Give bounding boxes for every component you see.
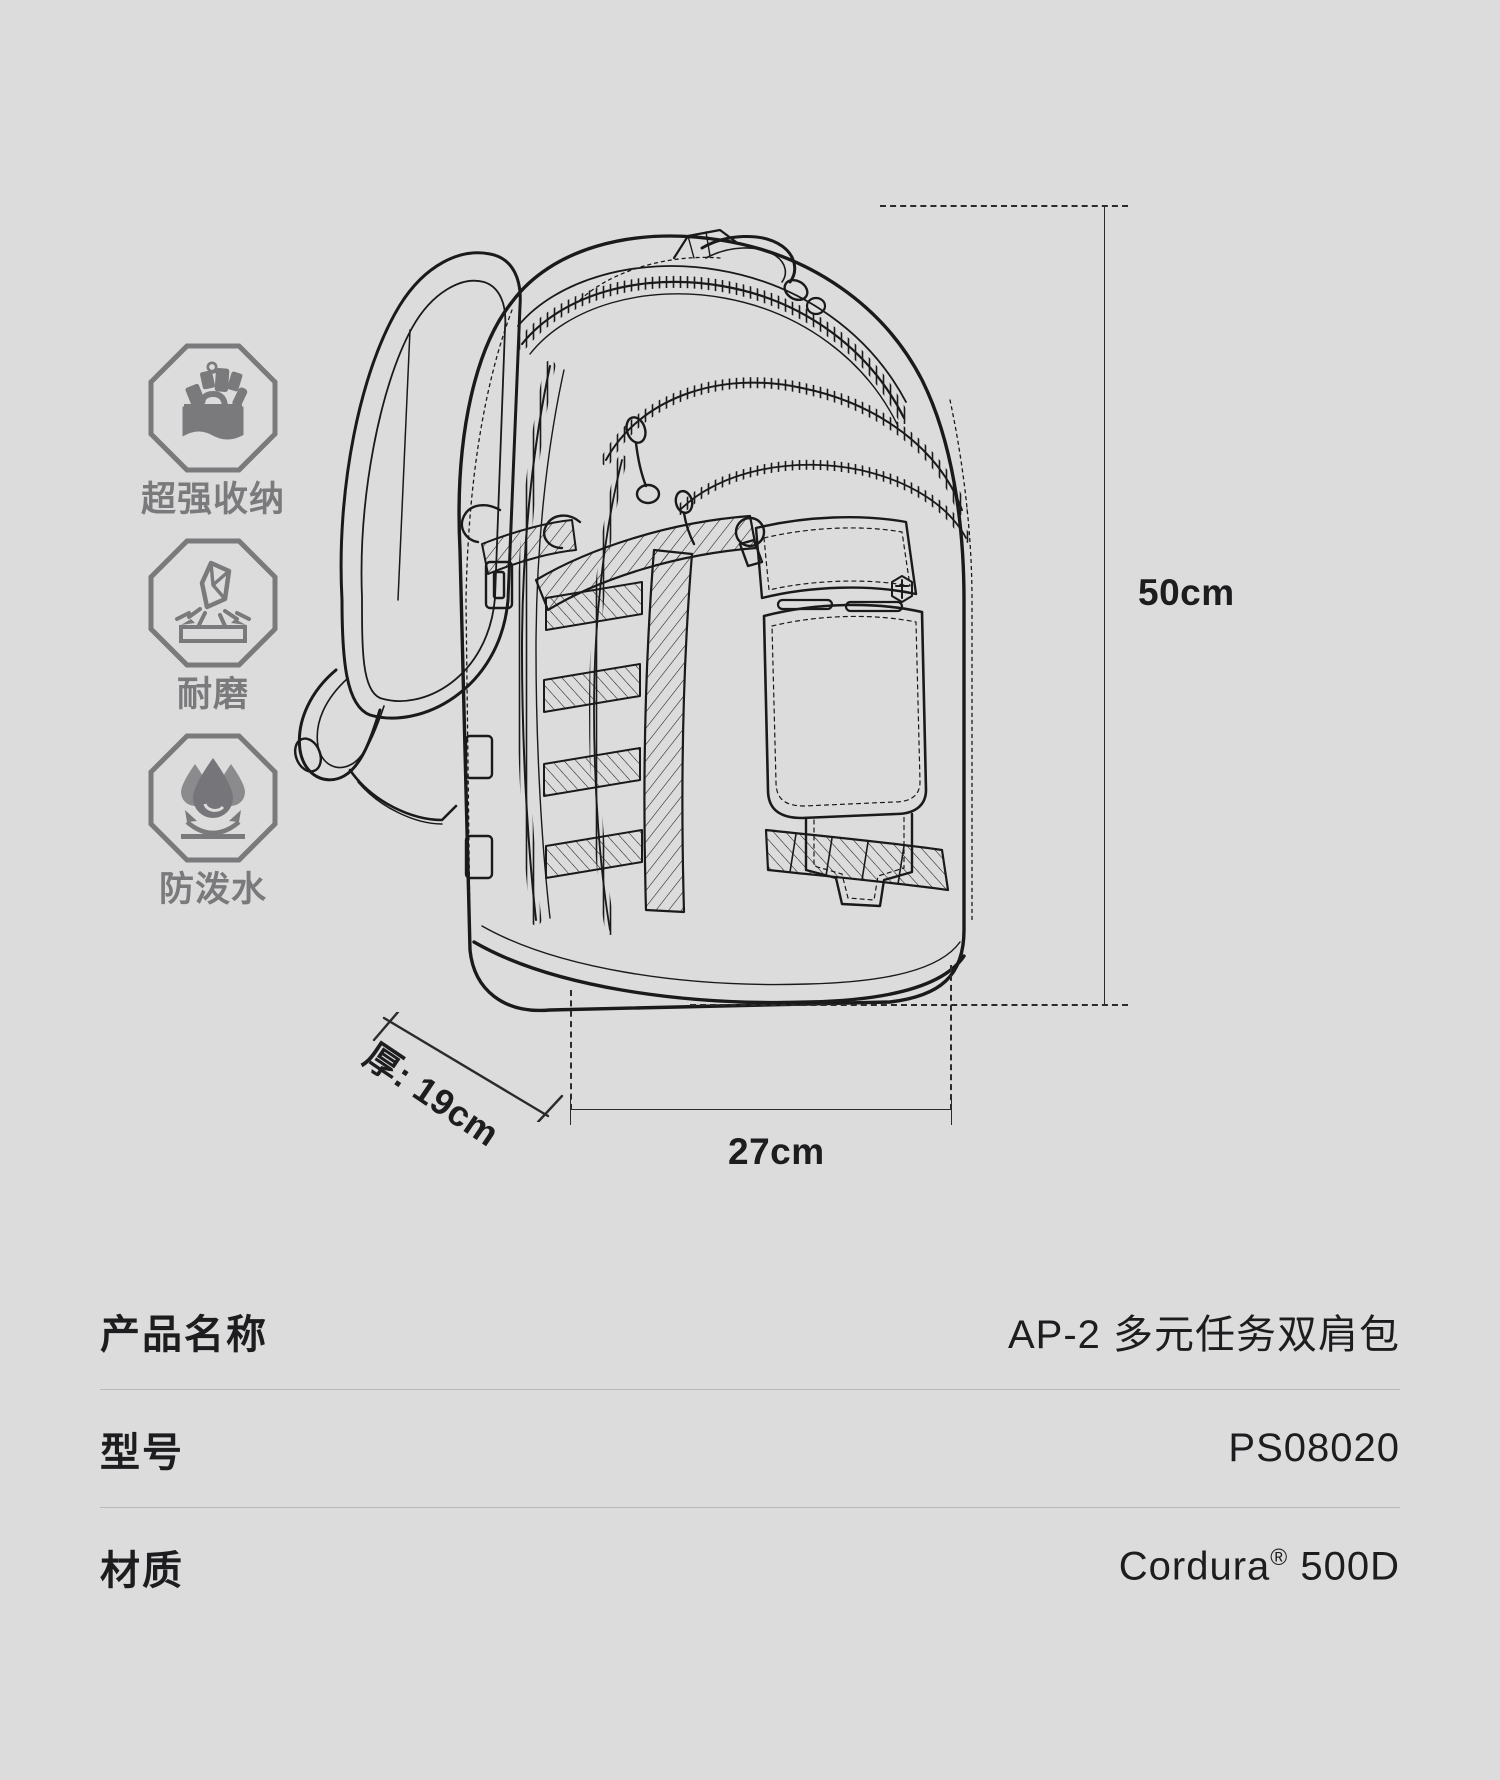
spec-key-material: 材质 — [100, 1548, 184, 1593]
spec-value-material: Cordura® 500D — [1119, 1544, 1400, 1589]
feature-label-storage: 超强收纳 — [140, 480, 285, 519]
height-bottom-guide — [690, 1004, 1128, 1006]
spec-value-model: PS08020 — [1228, 1426, 1400, 1470]
height-dimension-label: 50cm — [1138, 572, 1235, 613]
depth-dimension — [372, 1012, 582, 1122]
spec-value-product-name: AP-2 多元任务双肩包 — [1007, 1312, 1400, 1357]
backpack-technical-drawing — [250, 130, 1010, 1030]
width-left-tick — [570, 1094, 571, 1125]
feature-label-water: 防泼水 — [158, 870, 267, 909]
feature-label-abrasion: 耐磨 — [176, 675, 249, 714]
feature-item-water: 防泼水 — [88, 730, 338, 907]
height-top-guide — [880, 205, 1128, 207]
feature-badge-list: 超强收纳 — [88, 340, 338, 925]
table-row: 材质 Cordura® 500D — [100, 1508, 1400, 1625]
table-row: 产品名称 AP-2 多元任务双肩包 — [100, 1272, 1400, 1390]
registered-mark-icon: ® — [1270, 1543, 1289, 1570]
water-repellent-icon — [145, 730, 281, 866]
storage-bag-icon — [145, 340, 281, 476]
width-right-tick — [951, 1094, 952, 1125]
spec-key-product-name: 产品名称 — [100, 1312, 268, 1357]
spec-key-model: 型号 — [100, 1430, 184, 1475]
width-left-guide — [570, 990, 572, 1110]
abrasion-resistant-icon — [145, 535, 281, 671]
feature-item-storage: 超强收纳 — [88, 340, 338, 517]
specification-table: 产品名称 AP-2 多元任务双肩包 型号 PS08020 材质 Cordura®… — [100, 1272, 1400, 1625]
height-dimension-line — [1104, 206, 1105, 1006]
table-row: 型号 PS08020 — [100, 1390, 1400, 1508]
material-brand: Cordura — [1118, 1544, 1271, 1589]
width-right-guide — [950, 965, 952, 1110]
width-dimension-label: 27cm — [728, 1131, 825, 1172]
width-dimension-line — [570, 1109, 952, 1110]
material-denier: 500D — [1288, 1544, 1400, 1589]
feature-item-abrasion: 耐磨 — [88, 535, 338, 712]
